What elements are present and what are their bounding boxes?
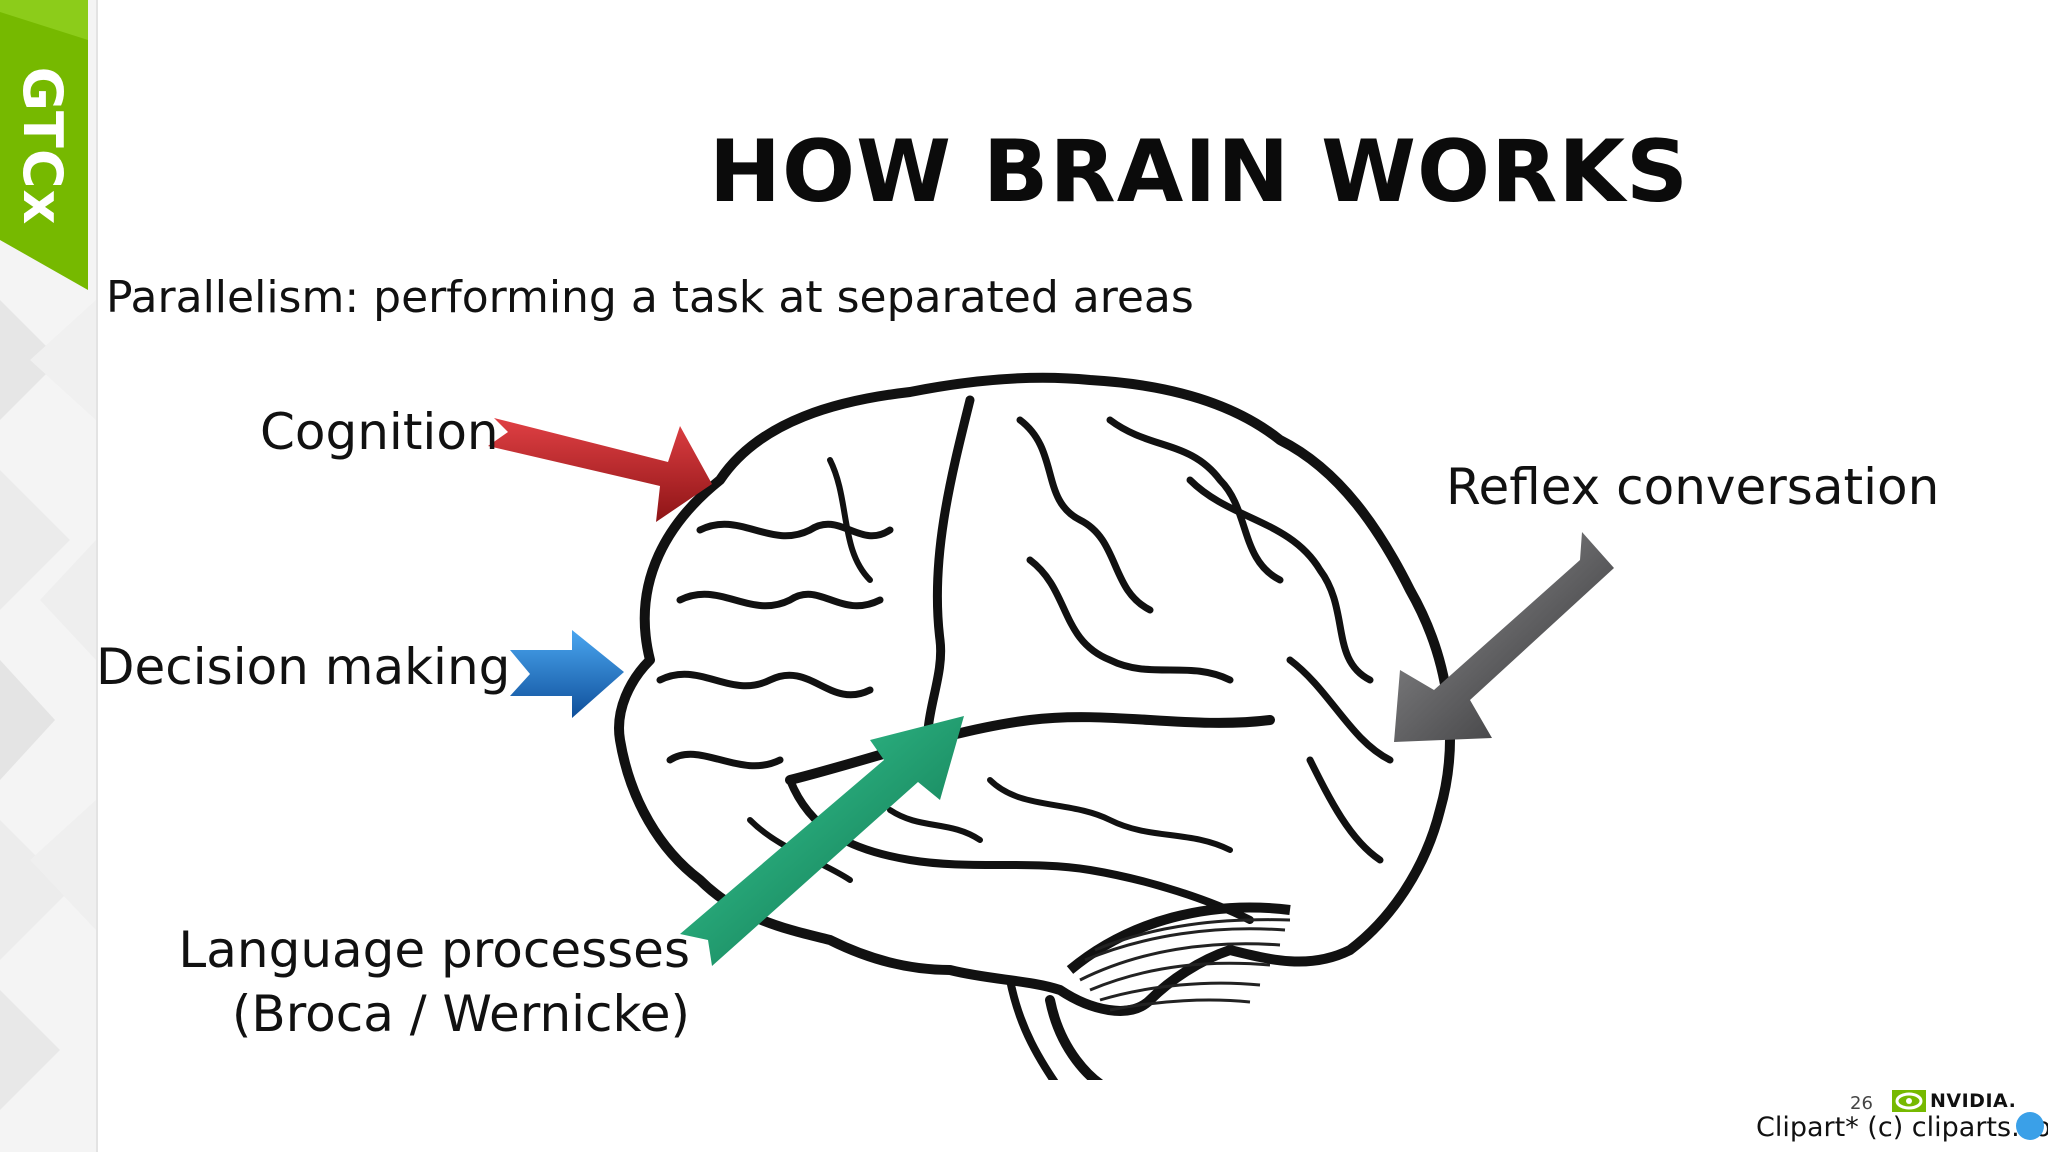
- nvidia-wordmark: NVIDIA.: [1930, 1090, 2017, 1112]
- gtc-tab-shape: [0, 0, 88, 290]
- brain-outline: [614, 372, 1455, 1016]
- central-sulcus: [923, 395, 975, 765]
- cerebellum: [1066, 902, 1291, 1012]
- slide-subtitle: Parallelism: performing a task at separa…: [106, 272, 1194, 323]
- label-language-line1: Language processes: [178, 921, 690, 979]
- slide-title-text: HOW BRAIN WORKS: [709, 122, 1689, 222]
- corner-badge-icon: [2016, 1112, 2044, 1140]
- clipart-credit: Clipart* (c) cliparts.co: [1756, 1112, 2048, 1143]
- brain-stem-inner: [1006, 976, 1059, 1080]
- nvidia-logo: NVIDIA.: [1892, 1090, 2016, 1112]
- label-cognition: Cognition: [260, 403, 499, 461]
- label-language-line2: (Broca / Wernicke): [231, 985, 690, 1043]
- label-reflex-conversation: Reflex conversation: [1446, 458, 1940, 516]
- slide-title: HOW BRAIN WORKS: [140, 122, 2048, 222]
- sidebar: GTCx: [0, 0, 98, 1152]
- label-decision-making: Decision making: [96, 638, 511, 696]
- brain-stem: [1045, 995, 1104, 1080]
- reflex-arrow: [1394, 532, 1614, 742]
- language-arrow: [680, 716, 964, 966]
- decision-arrow: [510, 630, 624, 718]
- cognition-arrow: [488, 418, 712, 522]
- label-language-processes: Language processes (Broca / Wernicke): [150, 918, 690, 1046]
- lateral-fissure: [785, 712, 1275, 785]
- page-number: 26: [1850, 1093, 1873, 1114]
- sidebar-pattern: [0, 300, 96, 1110]
- nvidia-eye-icon: [1892, 1090, 1926, 1112]
- brain-illustration: [614, 372, 1455, 1080]
